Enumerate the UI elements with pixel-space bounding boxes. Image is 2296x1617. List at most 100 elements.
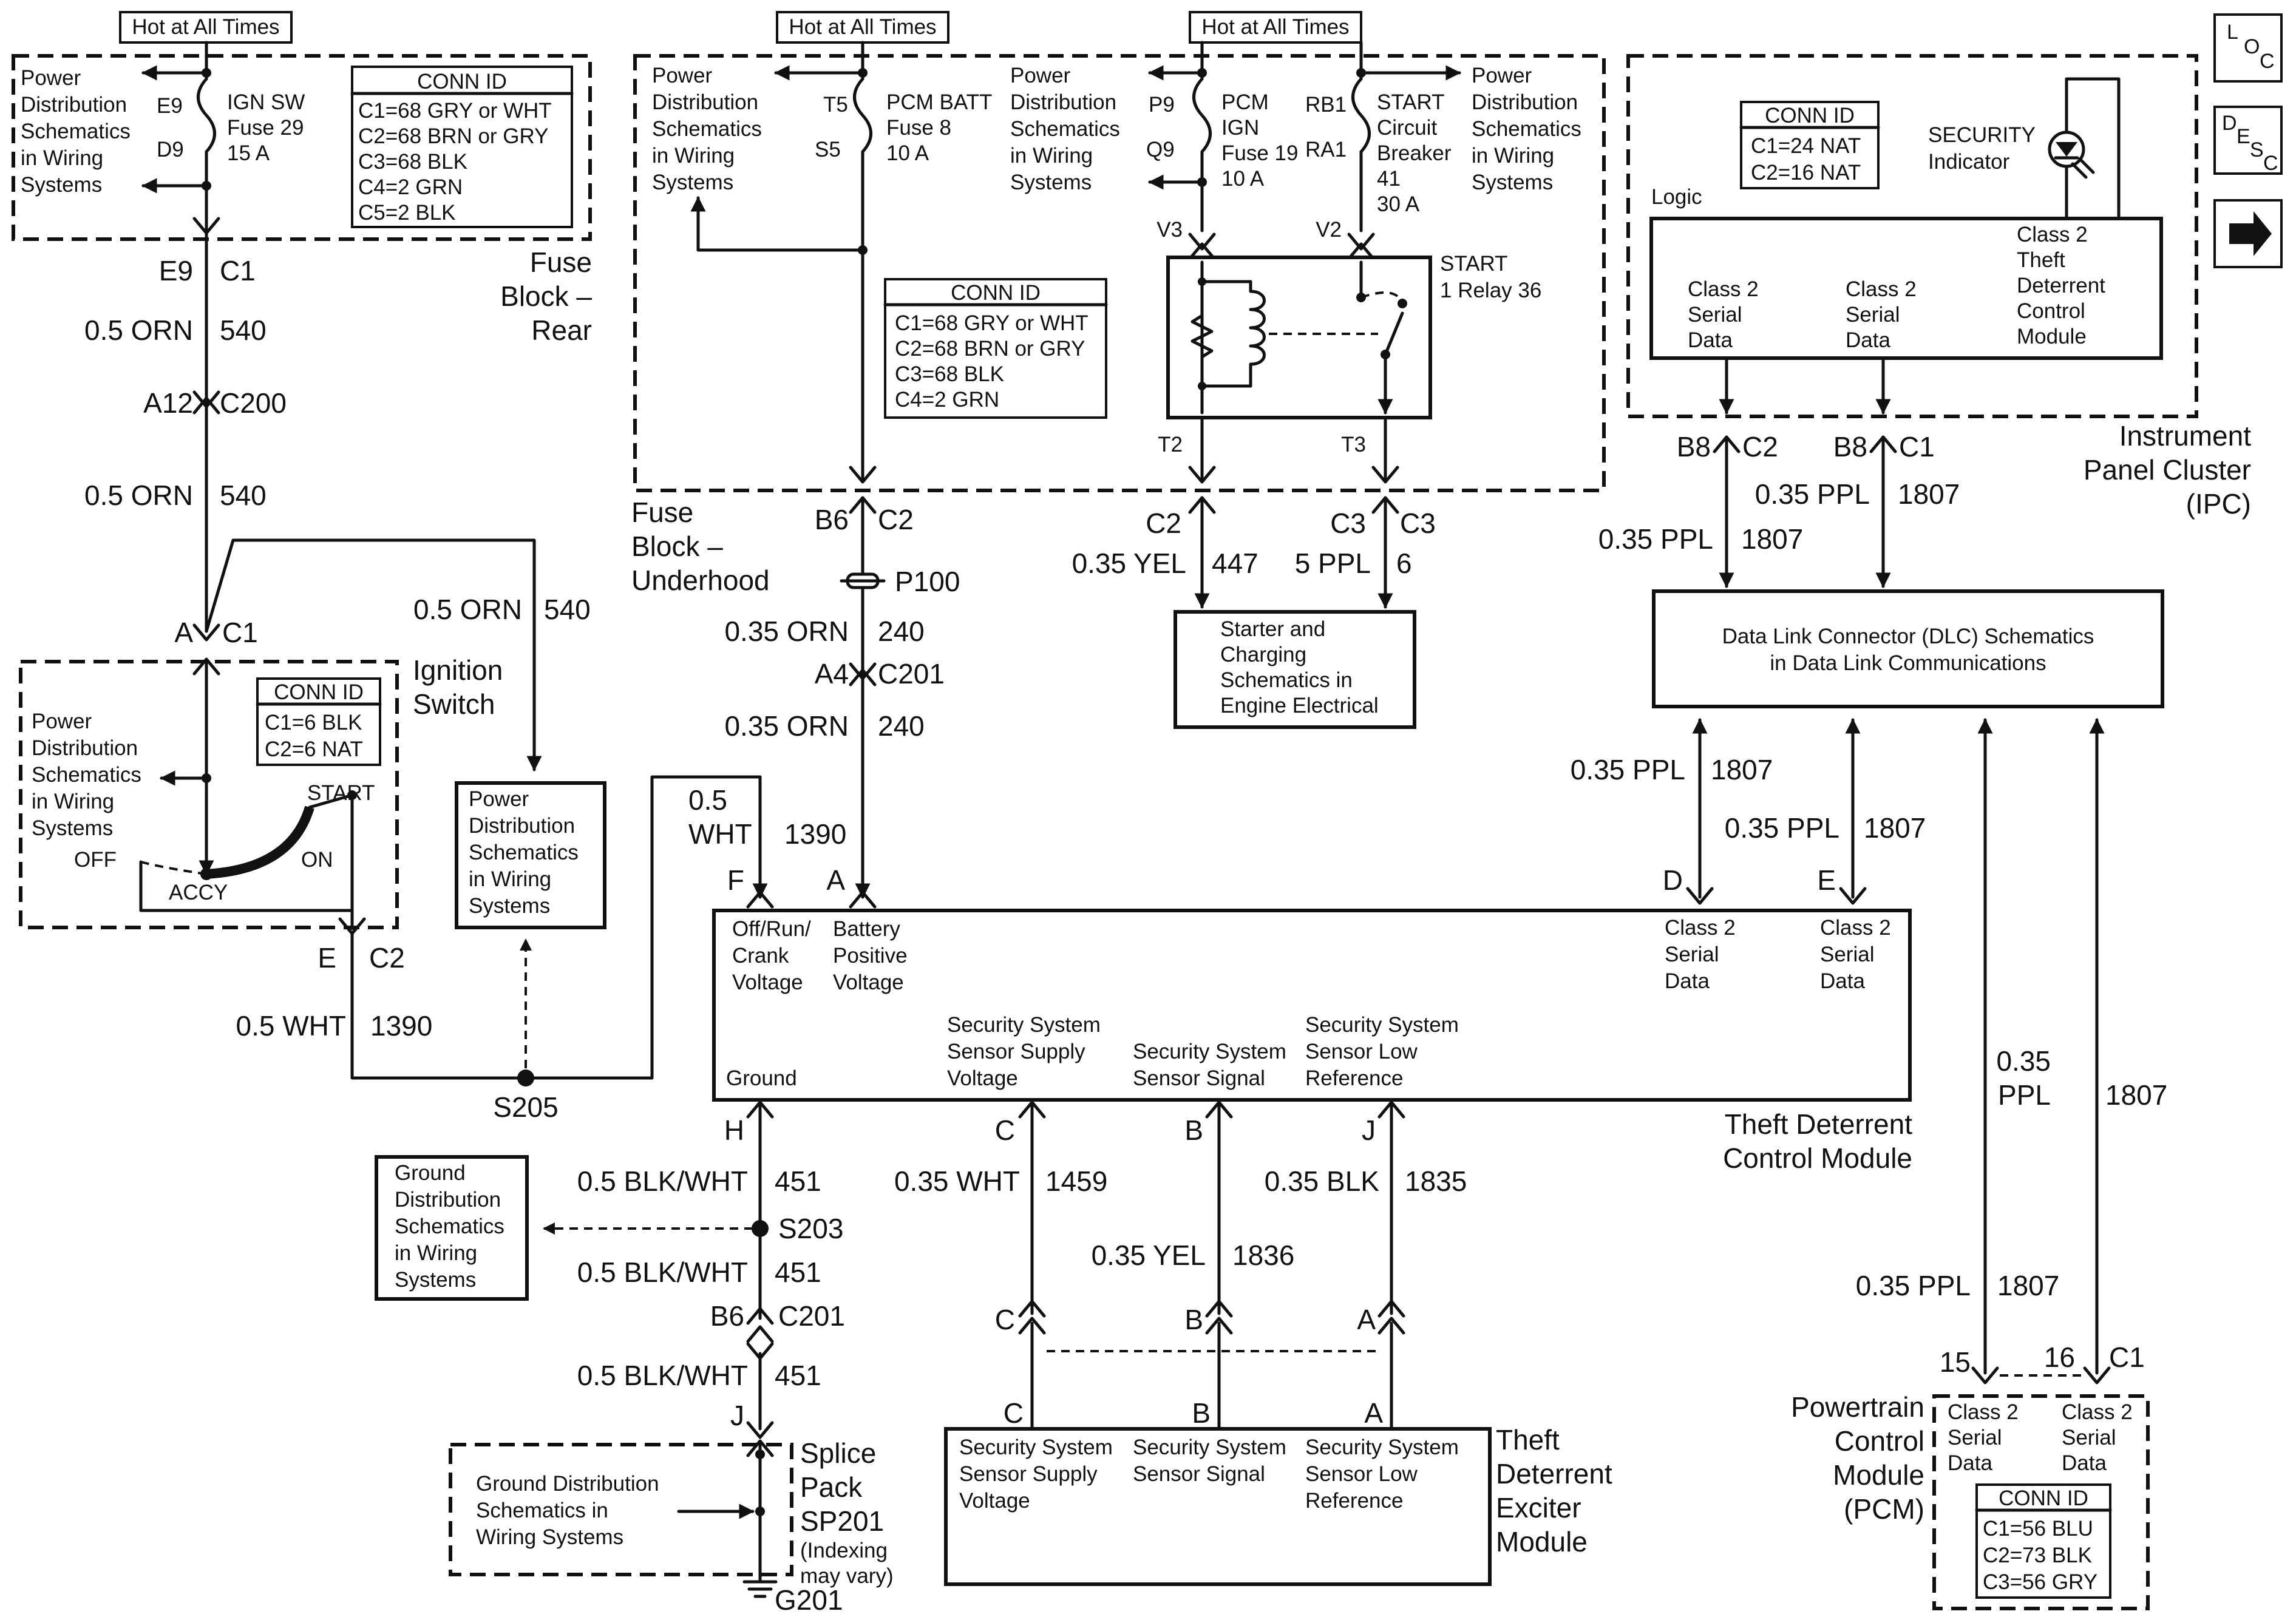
svg-text:Security System: Security System [1133, 1436, 1286, 1459]
svg-text:10 A: 10 A [886, 141, 929, 165]
svg-text:Power: Power [652, 64, 713, 87]
svg-text:Positive: Positive [833, 944, 908, 968]
svg-text:Distribution: Distribution [395, 1188, 501, 1212]
svg-text:Distribution: Distribution [32, 736, 138, 760]
svg-text:0.35 YEL: 0.35 YEL [1072, 547, 1186, 579]
svg-text:540: 540 [220, 314, 267, 346]
loc-button[interactable]: L O C [2213, 13, 2283, 83]
svg-text:B: B [1192, 1397, 1211, 1429]
svg-text:Hot at All Times: Hot at All Times [132, 15, 279, 39]
svg-text:Data: Data [1688, 328, 1733, 352]
svg-text:0.35 YEL: 0.35 YEL [1092, 1239, 1206, 1271]
svg-text:IGN SW: IGN SW [227, 90, 305, 114]
svg-text:J: J [730, 1400, 744, 1431]
svg-text:C2: C2 [878, 504, 914, 535]
svg-text:C200: C200 [220, 387, 287, 419]
svg-text:Class 2: Class 2 [1688, 277, 1759, 301]
svg-text:Ground Distribution: Ground Distribution [476, 1472, 659, 1496]
splice-s203 [752, 1220, 769, 1237]
svg-text:Serial: Serial [2062, 1426, 2116, 1449]
svg-text:0.35 BLK: 0.35 BLK [1265, 1165, 1380, 1197]
svg-text:0.5 BLK/WHT: 0.5 BLK/WHT [577, 1256, 748, 1288]
svg-text:A: A [1357, 1304, 1376, 1335]
svg-text:B6: B6 [710, 1300, 744, 1332]
fuse-ign-sw-icon [197, 77, 216, 154]
svg-text:0.5 ORN: 0.5 ORN [84, 480, 193, 511]
svg-text:Hot at All Times: Hot at All Times [789, 15, 936, 39]
svg-text:J: J [1362, 1114, 1376, 1146]
svg-text:1807: 1807 [1997, 1270, 2059, 1301]
svg-text:C3=56 GRY: C3=56 GRY [1983, 1570, 2097, 1594]
svg-text:Control: Control [1835, 1425, 1924, 1457]
svg-text:0.35: 0.35 [1996, 1045, 2051, 1077]
power-distribution-label-underhood-c: Power Distribution Schematics in Wiring … [1472, 64, 1581, 194]
next-page-button[interactable] [2213, 199, 2283, 268]
relay-resistor-icon [1190, 314, 1214, 359]
arrow-right-icon [2229, 211, 2272, 256]
svg-text:Schematics: Schematics [395, 1215, 504, 1238]
svg-text:C5=2 BLK: C5=2 BLK [358, 201, 456, 225]
svg-text:C3=68 BLK: C3=68 BLK [358, 150, 467, 174]
conn-id-ignition: CONN ID C1=6 BLK C2=6 NAT [256, 677, 382, 766]
svg-text:Schematics: Schematics [652, 117, 762, 141]
svg-text:C2=73 BLK: C2=73 BLK [1983, 1544, 2092, 1567]
splice-pack-sp201: Ground Distribution Schematics in Wiring… [449, 1437, 894, 1588]
svg-text:Class 2: Class 2 [1948, 1400, 2019, 1424]
start-relay: START 1 Relay 36 [1166, 252, 1541, 419]
hot-label-rear: Hot at All Times [119, 11, 293, 44]
svg-text:D: D [2222, 112, 2237, 135]
svg-text:CONN ID: CONN ID [951, 281, 1041, 305]
svg-text:C1: C1 [1899, 431, 1935, 463]
theft-deterrent-exciter-module: Security System Sensor Supply Voltage Se… [944, 1424, 1612, 1586]
svg-text:Schematics in: Schematics in [476, 1499, 608, 1522]
svg-text:Circuit: Circuit [1377, 116, 1437, 140]
svg-text:Systems: Systems [652, 171, 733, 194]
svg-text:Data Link Connector (DLC) Sche: Data Link Connector (DLC) Schematics [1722, 625, 2094, 648]
desc-button[interactable]: D E S C [2213, 106, 2283, 175]
svg-text:C3: C3 [1330, 507, 1366, 539]
svg-text:ON: ON [301, 848, 333, 872]
powertrain-control-module: 15 16 C1 Powertrain Control Module (PCM)… [1791, 1341, 2150, 1610]
svg-text:Fuse: Fuse [530, 246, 592, 278]
svg-text:C2=68 BRN or GRY: C2=68 BRN or GRY [895, 337, 1085, 361]
svg-text:Panel Cluster: Panel Cluster [2084, 454, 2251, 486]
conn-id-ipc: CONN ID C1=24 NAT C2=16 NAT [1739, 101, 1880, 189]
svg-text:T5: T5 [823, 93, 848, 117]
svg-text:Systems: Systems [21, 173, 102, 197]
svg-text:V2: V2 [1316, 218, 1342, 242]
svg-text:C1=68 GRY or WHT: C1=68 GRY or WHT [358, 99, 552, 123]
svg-text:SECURITY: SECURITY [1928, 123, 2036, 147]
svg-text:Sensor Supply: Sensor Supply [947, 1040, 1085, 1063]
ignition-switch: Ignition Switch CONN ID C1=6 BLK C2=6 NA… [19, 654, 762, 1123]
svg-text:Logic: Logic [1651, 185, 1702, 209]
svg-text:CONN ID: CONN ID [1765, 104, 1855, 127]
svg-text:Security System: Security System [1305, 1013, 1459, 1037]
svg-text:C2: C2 [369, 942, 405, 974]
svg-text:C4=2 GRN: C4=2 GRN [358, 175, 463, 199]
svg-text:Sensor Low: Sensor Low [1305, 1040, 1418, 1063]
svg-text:Battery: Battery [833, 917, 900, 941]
svg-text:Indicator: Indicator [1928, 150, 2010, 174]
svg-text:1807: 1807 [1864, 812, 1926, 844]
svg-text:A: A [174, 617, 193, 648]
svg-text:Security System: Security System [1133, 1040, 1286, 1063]
svg-text:Module: Module [2017, 325, 2087, 348]
fuse-pcm-batt-icon [853, 77, 872, 154]
svg-text:0.5: 0.5 [688, 784, 727, 816]
svg-text:Distribution: Distribution [1010, 90, 1116, 114]
svg-text:C2: C2 [1146, 507, 1181, 539]
svg-text:Distribution: Distribution [21, 93, 127, 117]
svg-text:Power: Power [21, 66, 81, 90]
svg-text:Control Module: Control Module [1723, 1142, 1912, 1174]
svg-text:Security System: Security System [1305, 1436, 1459, 1459]
svg-text:Exciter: Exciter [1496, 1492, 1581, 1524]
svg-text:Security System: Security System [959, 1436, 1113, 1459]
svg-text:C2=16 NAT: C2=16 NAT [1751, 161, 1861, 185]
power-distribution-box-center: Power Distribution Schematics in Wiring … [455, 781, 606, 929]
svg-text:Data: Data [1948, 1451, 1992, 1475]
power-distribution-label-rear: Power Distribution Schematics in Wiring … [21, 66, 131, 197]
ignition-arc [206, 805, 314, 879]
svg-text:E: E [1817, 864, 1836, 896]
svg-text:0.5 ORN: 0.5 ORN [413, 594, 522, 625]
